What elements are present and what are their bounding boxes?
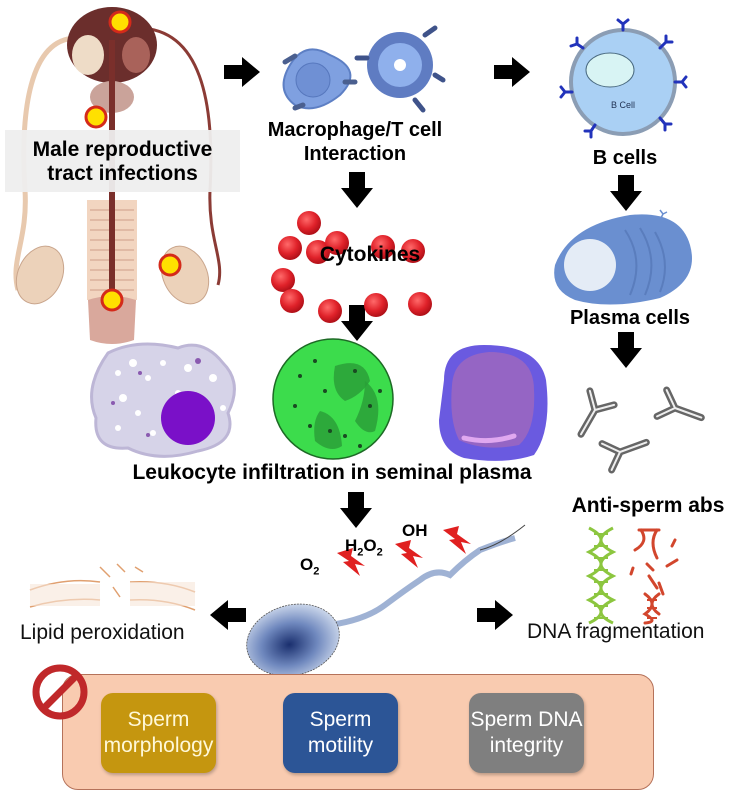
cytokines-label: Cytokines [319,243,421,266]
arrow-down-icon [341,172,373,208]
infection-marker [108,10,132,34]
plasma-cell-illustration [554,209,692,305]
infection-marker [100,288,124,312]
cytokine [364,293,388,317]
cytokine [278,236,302,260]
arrow-right-icon [477,600,513,630]
outcome-motility-line2: motility [307,734,374,757]
anti-sperm-abs-label: Anti-sperm abs [571,494,725,517]
infection-label: Male reproductive tract infections [5,138,240,186]
antibodies-illustration [577,386,705,474]
lightning-bolt-icon [395,540,423,568]
arrow-down-icon [610,332,642,368]
outcome-dna-integrity-line2: integrity [489,734,564,757]
outcome-dna-integrity-line1: Sperm DNA [470,708,583,731]
arrow-down-icon [610,175,642,211]
no-symbol-icon [32,664,88,720]
reproductive-tract-illustration [13,7,222,344]
infection-label-line1: Male reproductive [32,138,213,161]
dna-fragmented-icon [629,528,679,625]
cytokine [371,235,395,259]
cytokine [306,240,330,264]
b-cell-illustration: B Cell [559,18,688,139]
dna-fragmentation-label: DNA fragmentation [527,620,705,643]
cytokine-particles [271,211,432,323]
arrow-right-icon [494,57,530,87]
outcome-morphology-line1: Sperm [127,708,190,731]
cytokine [325,231,349,255]
outcome-morphology-line2: morphology [103,734,214,757]
infection-label-line2: tract infections [47,162,198,185]
arrow-left-icon [210,600,246,630]
lightning-bolt-icon [337,548,365,576]
cytokine [271,268,295,292]
lipid-peroxidation-label: Lipid peroxidation [20,621,185,644]
lightning-bolt-icon [443,526,471,554]
outcome-box-dna-integrity: Sperm DNA integrity [469,693,584,773]
infection-marker [84,105,108,129]
macrophage-t-label: Macrophage/T cell Interaction [255,118,455,166]
arrow-down-icon [341,305,373,341]
arrow-right-icon [224,57,260,87]
outcome-motility-line1: Sperm [309,708,372,731]
infection-marker [158,253,182,277]
lymphocyte-leukocyte-illustration [439,345,548,461]
ros-o2-label: O2 [300,555,320,578]
macrophage-leukocyte-illustration [90,342,236,458]
ros-bolts [337,526,471,576]
macrophage-t-cell-illustration [282,25,446,113]
cytokine [401,239,425,263]
infection-markers [84,10,182,312]
lipid-membrane-illustration [29,563,196,611]
cytokine [297,211,321,235]
cytokine [408,292,432,316]
infection-label-box [5,130,240,192]
ros-h2o2-label: H2O2 [345,536,383,559]
cytokine [280,289,304,313]
leukocytes-label: Leukocyte infiltration in seminal plasma [132,461,532,484]
outcome-box-morphology: Sperm morphology [101,693,216,773]
ros-oh-label: OH [402,521,428,540]
sperm-illustration [246,524,526,677]
arrow-down-icon [340,492,372,528]
macrophage-t-label-line2: Interaction [303,143,407,165]
outcome-box-motility: Sperm motility [283,693,398,773]
neutrophil-leukocyte-illustration [272,338,394,460]
macrophage-t-label-line1: Macrophage/T cell [267,119,443,141]
b-cells-label: B cells [592,147,658,169]
b-cell-text: B Cell [611,100,635,110]
cytokine [318,299,342,323]
dna-intact-icon [585,526,617,625]
plasma-cells-label: Plasma cells [569,307,691,329]
